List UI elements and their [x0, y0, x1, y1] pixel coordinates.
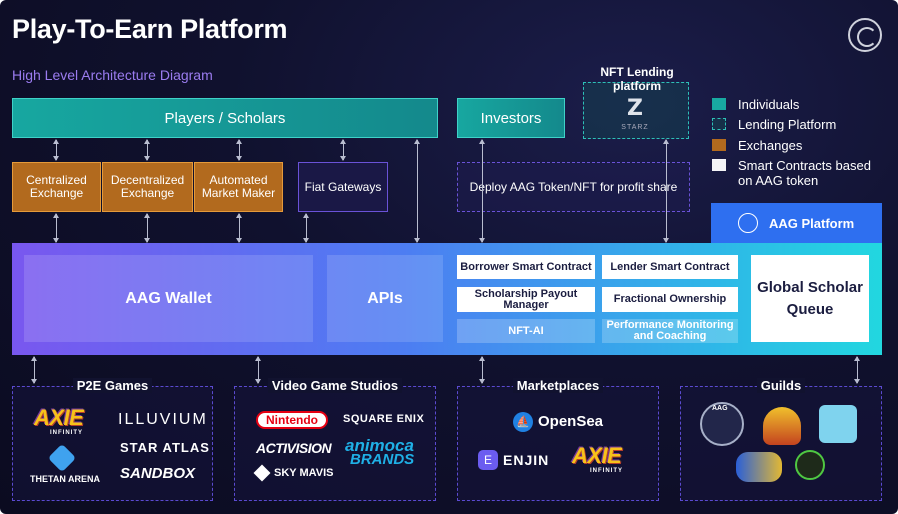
guild-badge-icon [795, 450, 825, 480]
opensea-icon: ⛵ [513, 412, 533, 432]
marketplaces-box [457, 386, 659, 501]
starz-logo-text: STARZ [621, 124, 649, 131]
legend-swatch-lending [712, 118, 726, 130]
arrow [479, 356, 485, 384]
legend-swatch-individuals [712, 98, 726, 110]
animoca-logo: animoca [345, 436, 414, 455]
axie-marketplace-logo: AXIE [572, 443, 622, 468]
guild-shield-icon [763, 407, 801, 445]
automated-market-maker-box: Automated Market Maker [194, 162, 283, 212]
arrow [303, 213, 309, 243]
fractional-ownership-box: Fractional Ownership [602, 287, 738, 312]
global-scholar-queue-box: Global Scholar Queue [751, 255, 869, 342]
scholarship-payout-box: Scholarship Payout Manager [457, 287, 595, 312]
aag-guild-label: AAG [712, 405, 728, 412]
arrow [236, 213, 242, 243]
enjin-icon: E [478, 450, 498, 470]
aag-logo-icon [848, 18, 882, 52]
star-atlas-logo: STAR ATLAS [120, 440, 210, 455]
performance-monitoring-box: Performance Monitoring and Coaching [602, 319, 738, 343]
aag-wallet-box: AAG Wallet [24, 255, 313, 342]
aag-platform-label: AAG Platform [711, 203, 882, 243]
thetan-arena-logo: THETAN ARENA [30, 474, 100, 484]
apis-box: APIs [327, 255, 443, 342]
aag-platform-icon [738, 213, 758, 233]
legend-swatch-exchanges [712, 139, 726, 151]
legend-swatch-smart-contracts [712, 159, 726, 171]
illuvium-logo: ILLUVIUM [118, 411, 208, 428]
arrow [236, 139, 242, 161]
arrow [663, 139, 669, 243]
axie-logo: AXIE [34, 405, 84, 430]
borrower-contract-box: Borrower Smart Contract [457, 255, 595, 279]
sandbox-logo: SANDBOX [120, 465, 196, 482]
nft-lending-label: NFT Lending platform [600, 65, 674, 93]
arrow [854, 356, 860, 384]
arrow [255, 356, 261, 384]
axie-marketplace-logo-sub: INFINITY [590, 468, 623, 474]
arrow [31, 356, 37, 384]
marketplaces-title: Marketplaces [457, 378, 659, 393]
arrow [144, 213, 150, 243]
animoca-brands-logo: BRANDS [350, 451, 415, 468]
nintendo-logo: Nintendo [256, 411, 328, 429]
deploy-token-box: Deploy AAG Token/NFT for profit share [457, 162, 690, 212]
nft-ai-box: NFT-AI [457, 319, 595, 343]
axie-logo-sub: INFINITY [50, 430, 83, 436]
guilds-title: Guilds [680, 378, 882, 393]
page-title: Play-To-Earn Platform [12, 14, 288, 44]
legend-label-lending: Lending Platform [738, 117, 837, 132]
decentralized-exchange-box: Decentralized Exchange [102, 162, 193, 212]
legend-label-individuals: Individuals [738, 97, 800, 112]
square-enix-logo: SQUARE ENIX [343, 413, 425, 425]
aag-guild-icon [700, 402, 744, 446]
enjin-logo: ENJIN [503, 452, 550, 468]
opensea-logo: OpenSea [538, 413, 604, 430]
players-scholars-box: Players / Scholars [12, 98, 438, 138]
centralized-exchange-box: Centralized Exchange [12, 162, 101, 212]
fiat-gateways-box: Fiat Gateways [298, 162, 388, 212]
arrow [340, 139, 346, 161]
video-game-studios-title: Video Game Studios [234, 378, 436, 393]
legend-label-smart-contracts: Smart Contracts based on AAG token [738, 158, 871, 188]
arrow [479, 139, 485, 243]
yield-guild-icon [736, 452, 782, 482]
guild-mascot-icon [819, 405, 857, 443]
arrow [144, 139, 150, 161]
arrow [53, 213, 59, 243]
p2e-games-title: P2E Games [12, 378, 213, 393]
starz-logo-icon: Z [627, 96, 643, 121]
arrow [53, 139, 59, 161]
legend-label-exchanges: Exchanges [738, 138, 803, 153]
page-subtitle: High Level Architecture Diagram [12, 67, 213, 83]
video-game-studios-box [234, 386, 436, 501]
sky-mavis-logo: SKY MAVIS [274, 467, 334, 479]
investors-box: Investors [457, 98, 565, 138]
p2e-games-box [12, 386, 213, 501]
arrow [414, 139, 420, 243]
activision-logo: ACTIVISION [256, 440, 332, 456]
lender-contract-box: Lender Smart Contract [602, 255, 738, 279]
nft-lending-box [583, 82, 689, 139]
